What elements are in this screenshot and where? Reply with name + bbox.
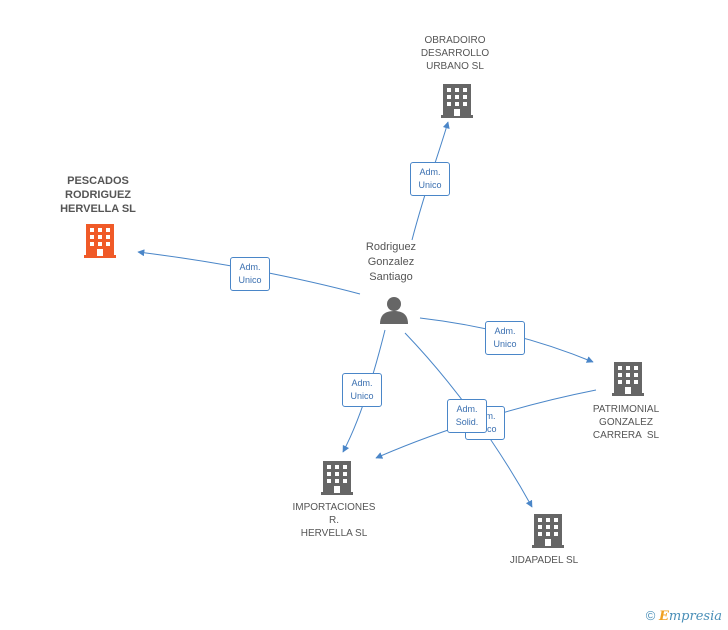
edge-label-line: Unico [350, 391, 374, 401]
node-label-line: DESARROLLO [420, 48, 490, 59]
edge-label-patrimonial-importaciones[interactable]: Adm. Solid. [447, 399, 487, 433]
edge-label-line: Adm. [456, 404, 478, 414]
node-label-obradoiro[interactable]: OBRADOIRO DESARROLLO URBANO SL [400, 34, 510, 73]
node-label-line: R. [329, 515, 339, 526]
node-label-line: Gonzalez [367, 256, 415, 268]
edge-label-line: Adm. [239, 262, 261, 272]
brand-name: mpresia [668, 609, 722, 624]
edge-label-line: Unico [418, 180, 442, 190]
node-label-patrimonial[interactable]: PATRIMONIAL GONZALEZ CARRERA SL [571, 403, 681, 442]
edge-label-patrimonial[interactable]: Adm. Unico [485, 321, 525, 355]
node-label-pescados[interactable]: PESCADOS RODRIGUEZ HERVELLA SL [43, 174, 153, 216]
node-label-line: Santiago [369, 271, 413, 283]
node-label-jidapadel[interactable]: JIDAPADEL SL [489, 554, 599, 567]
copyright-brand: © Empresia [646, 608, 722, 624]
node-label-line: Rodriguez [365, 241, 417, 253]
node-label-line: HERVELLA SL [60, 203, 136, 215]
building-icon[interactable] [612, 362, 644, 396]
edge-label-line: Adm. [494, 326, 516, 336]
edge-label-line: Adm. [419, 167, 441, 177]
edge-label-line: Unico [493, 339, 517, 349]
node-label-importaciones[interactable]: IMPORTACIONES R. HERVELLA SL [279, 501, 389, 540]
node-label-line: HERVELLA SL [300, 528, 368, 539]
node-label-line: CARRERA SL [592, 430, 660, 441]
edge-label-obradoiro[interactable]: Adm. Unico [410, 162, 450, 196]
edge-label-line: Unico [238, 275, 262, 285]
node-label-line: OBRADOIRO [424, 35, 486, 46]
building-icon[interactable] [532, 514, 564, 548]
edges-group [137, 121, 597, 508]
node-label-person[interactable]: Rodriguez Gonzalez Santiago [336, 240, 446, 285]
building-icon[interactable] [321, 461, 353, 495]
edge-label-line: Solid. [455, 417, 479, 427]
edge-label-importaciones[interactable]: Adm. Unico [342, 373, 382, 407]
edge-label-line: Adm. [351, 378, 373, 388]
brand-initial: E [658, 609, 669, 624]
building-icon[interactable] [441, 84, 473, 118]
edge-label-pescados[interactable]: Adm. Unico [230, 257, 270, 291]
building-icon[interactable] [84, 224, 116, 258]
copyright-symbol: © [645, 608, 656, 623]
person-icon[interactable] [380, 297, 408, 324]
node-label-line: RODRIGUEZ [65, 189, 131, 201]
node-label-line: GONZALEZ [599, 417, 653, 428]
node-label-line: JIDAPADEL SL [509, 555, 579, 566]
node-label-line: PATRIMONIAL [592, 404, 660, 415]
node-label-line: PESCADOS [67, 175, 129, 187]
node-label-line: URBANO SL [426, 61, 484, 72]
node-label-line: IMPORTACIONES [292, 502, 376, 513]
